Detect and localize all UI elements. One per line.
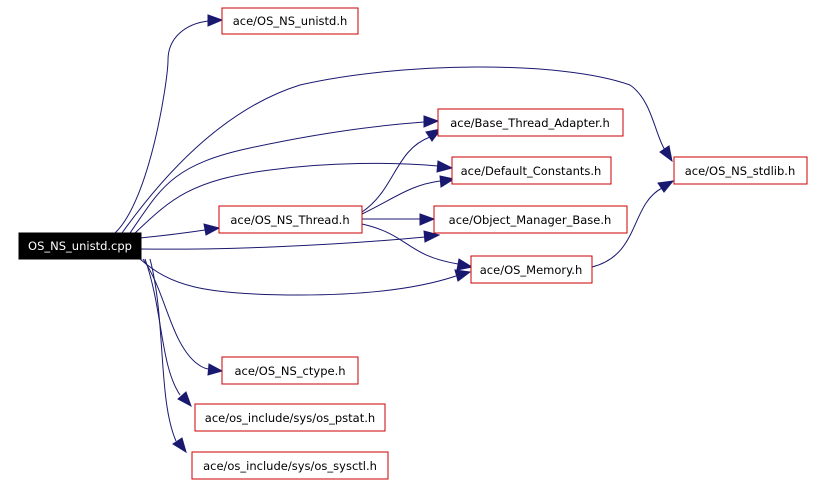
node-label: ace/Base_Thread_Adapter.h — [450, 116, 610, 130]
node-ace-os-ns-ctype-h[interactable]: ace/OS_NS_ctype.h — [221, 356, 359, 385]
node-ace-object-manager-base-h[interactable]: ace/Object_Manager_Base.h — [433, 205, 628, 234]
edge-root-to-os-sysctl-h — [149, 258, 187, 454]
edge-thread-h-to-base-thread-adapter-h — [361, 128, 443, 213]
nodes: OS_NS_unistd.cpp ace/OS_NS_unistd.h ace/… — [18, 7, 808, 480]
node-ace-os-include-sys-os-pstat-h[interactable]: ace/os_include/sys/os_pstat.h — [194, 403, 386, 432]
node-os-ns-unistd-cpp[interactable]: OS_NS_unistd.cpp — [18, 232, 142, 260]
node-label: ace/OS_Memory.h — [480, 263, 583, 277]
node-ace-os-include-sys-os-sysctl-h[interactable]: ace/os_include/sys/os_sysctl.h — [191, 451, 389, 480]
edge-root-to-os-ns-ctype-h — [142, 258, 224, 376]
edge-root-to-stdlib-h — [121, 66, 673, 234]
edge-root-to-object-manager-base-h — [139, 230, 441, 250]
node-ace-os-ns-unistd-h[interactable]: ace/OS_NS_unistd.h — [221, 7, 359, 35]
edge-thread-h-to-default-constants-h — [361, 175, 456, 215]
edge-root-to-default-constants-h — [134, 160, 454, 234]
node-label: OS_NS_unistd.cpp — [28, 239, 132, 253]
node-label: ace/Default_Constants.h — [461, 164, 602, 178]
node-label: ace/OS_NS_Thread.h — [230, 213, 349, 227]
edge-root-to-unistd-h — [114, 14, 224, 234]
edge-root-to-os-ns-thread-h — [139, 223, 221, 239]
edges — [114, 14, 675, 454]
node-ace-os-ns-thread-h[interactable]: ace/OS_NS_Thread.h — [218, 205, 363, 234]
node-label: ace/OS_NS_stdlib.h — [685, 164, 796, 178]
node-ace-base-thread-adapter-h[interactable]: ace/Base_Thread_Adapter.h — [437, 108, 624, 137]
edge-root-to-os-memory-h — [139, 258, 472, 296]
node-ace-default-constants-h[interactable]: ace/Default_Constants.h — [451, 156, 612, 185]
node-label: ace/Object_Manager_Base.h — [449, 213, 612, 227]
node-label: ace/os_include/sys/os_pstat.h — [205, 411, 375, 425]
edge-thread-h-to-object-manager-base-h — [361, 213, 436, 226]
node-ace-os-memory-h[interactable]: ace/OS_Memory.h — [470, 255, 593, 284]
edge-root-to-base-thread-adapter-h — [129, 115, 440, 234]
edge-thread-h-to-os-memory-h — [361, 223, 474, 271]
edge-root-to-os-pstat-h — [144, 258, 192, 408]
node-label: ace/os_include/sys/os_sysctl.h — [203, 459, 377, 473]
node-label: ace/OS_NS_unistd.h — [233, 14, 348, 28]
edge-os-memory-h-to-stdlib-h — [591, 180, 675, 268]
node-label: ace/OS_NS_ctype.h — [234, 364, 345, 378]
node-ace-os-ns-stdlib-h[interactable]: ace/OS_NS_stdlib.h — [673, 156, 808, 185]
